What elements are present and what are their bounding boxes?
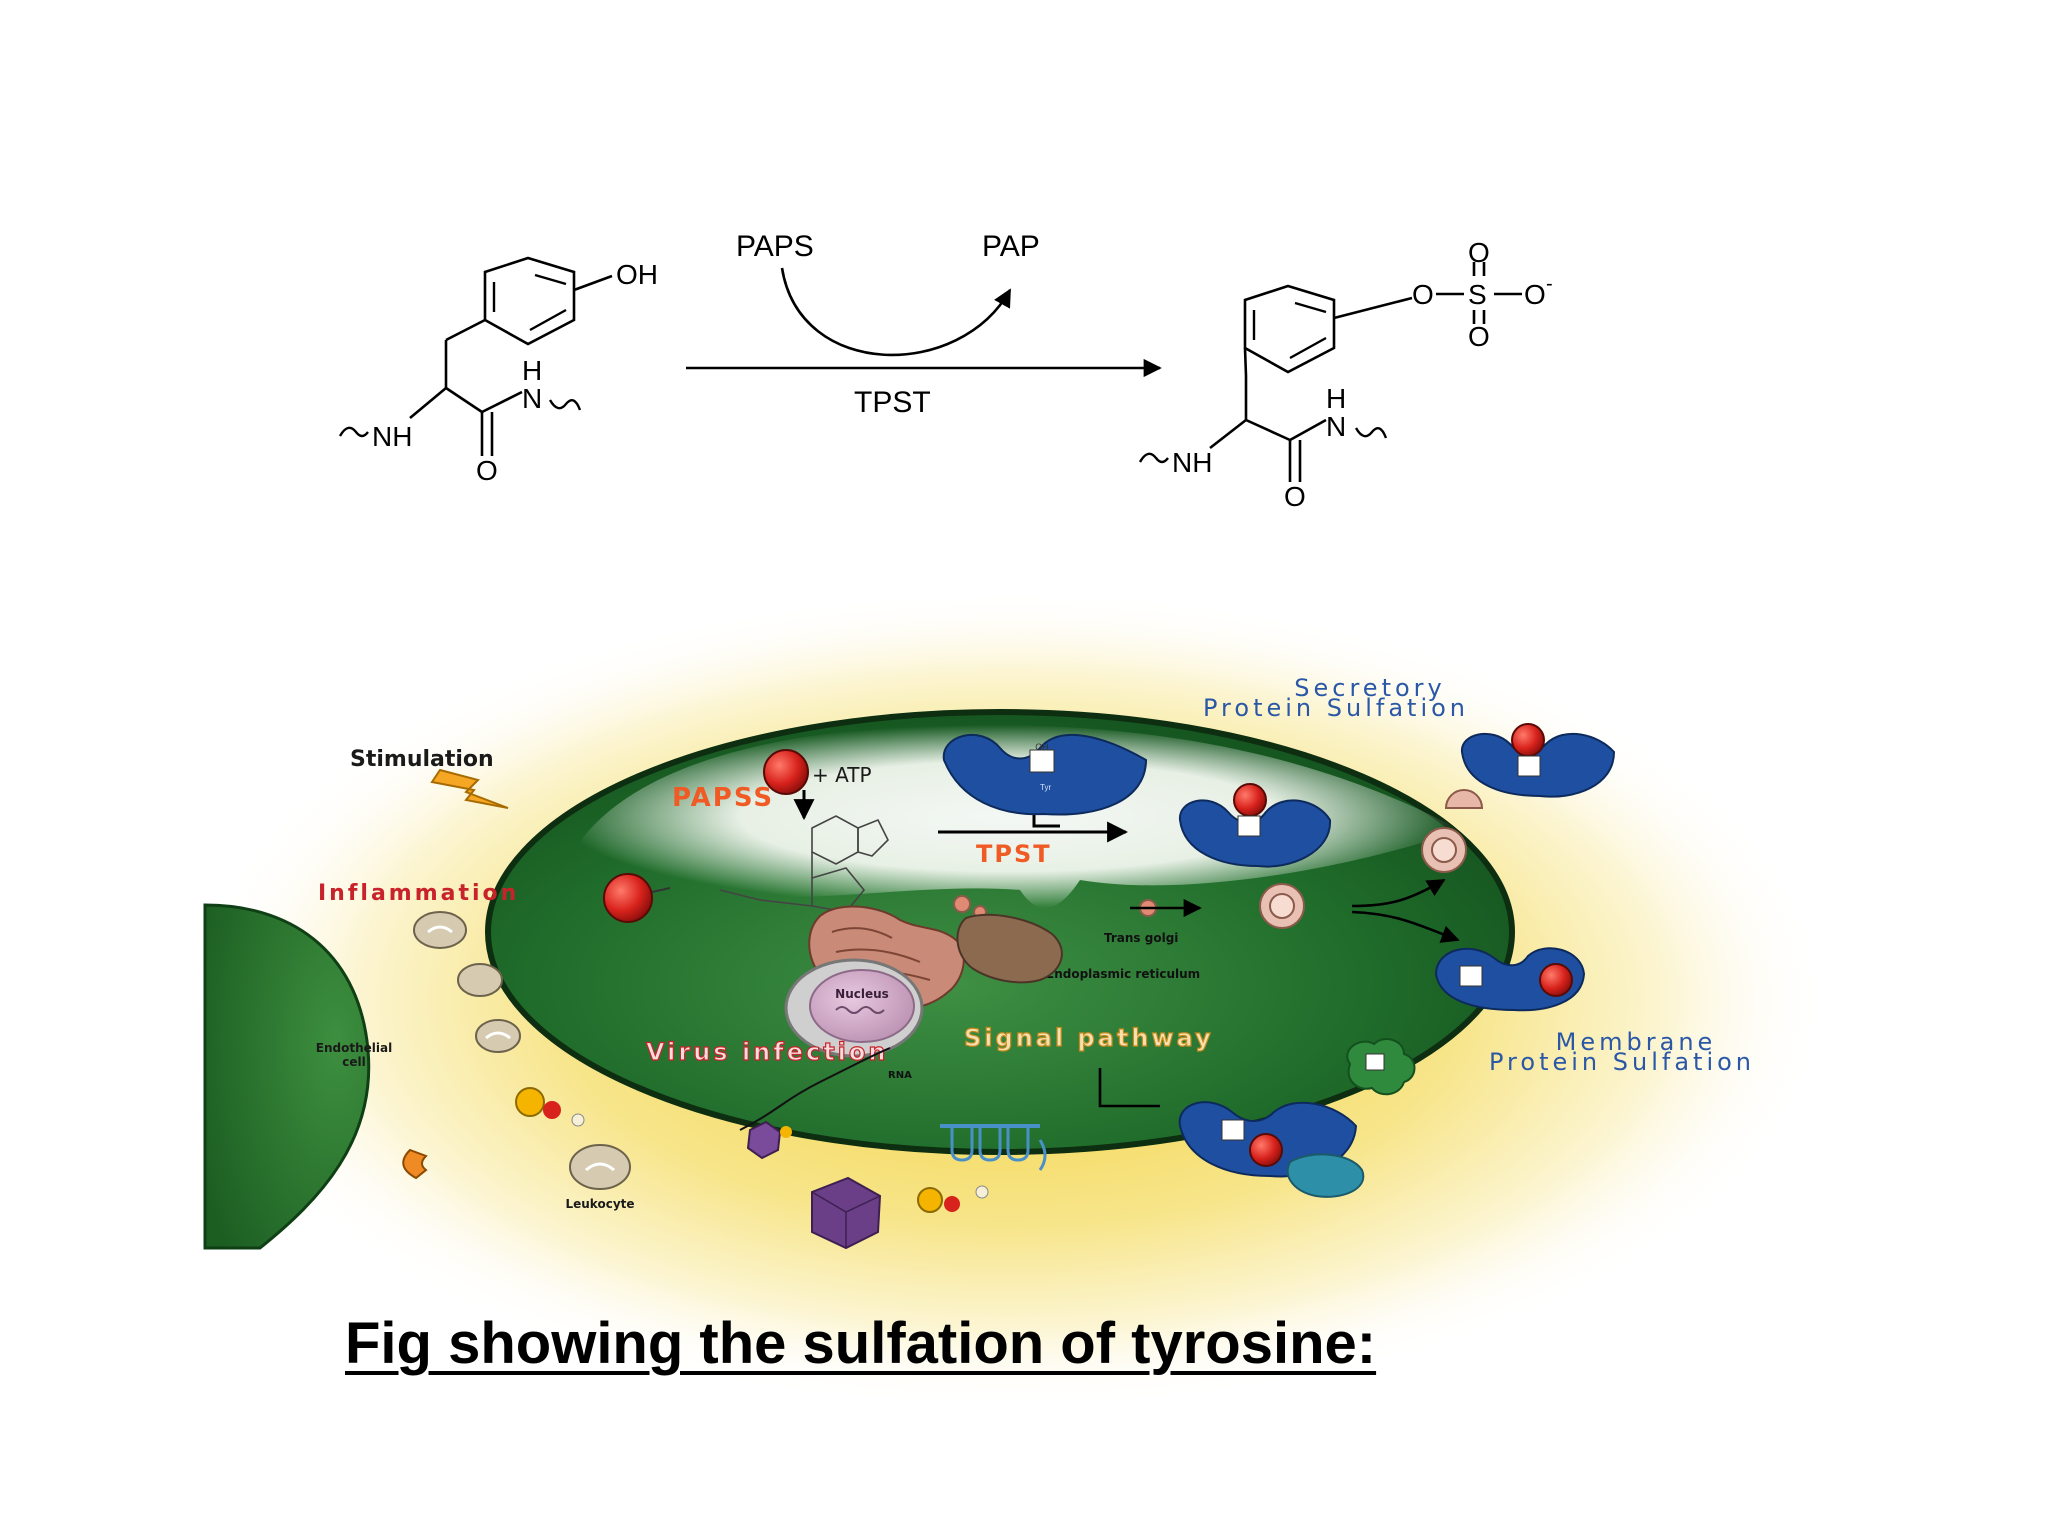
leukocyte-group: Leukocyte bbox=[402, 911, 635, 1211]
stimulation-label: Stimulation bbox=[350, 747, 494, 772]
endothelial-cell bbox=[203, 903, 371, 1250]
product-benzene-ring bbox=[1243, 284, 1336, 374]
reactant-amide-h-label: H bbox=[522, 355, 542, 386]
sulfate-right-o-label: O bbox=[1524, 279, 1546, 310]
sulfate-bottom-o-label: O bbox=[1468, 321, 1490, 352]
product-nh-label: NH bbox=[1172, 447, 1212, 478]
membrane-receptor-bottom bbox=[940, 1124, 1047, 1171]
tyrosine-sulfation-reaction: OH NH O H N PAPS PAP TPST bbox=[338, 230, 1553, 512]
paps-red-ball bbox=[603, 873, 653, 923]
nucleus: Nucleus bbox=[784, 958, 924, 1058]
reactant-tyrosine bbox=[338, 256, 613, 456]
product-amide-h-label: H bbox=[1326, 383, 1346, 414]
tpst-enzyme-bottom bbox=[1178, 1101, 1365, 1198]
virus-infection-label: Virus infection bbox=[646, 1038, 888, 1066]
tpst-enzyme-upper: OH Tyr bbox=[942, 733, 1148, 816]
secretory-enzyme bbox=[1460, 723, 1616, 798]
membrane-enzyme-right bbox=[1434, 947, 1586, 1012]
endothelial-label-line1: Endothelial bbox=[316, 1041, 392, 1055]
nucleus-label: Nucleus bbox=[835, 987, 889, 1001]
reactant-benzene-ring bbox=[483, 256, 576, 346]
pap-label: PAP bbox=[982, 230, 1040, 263]
leukocyte-label: Leukocyte bbox=[565, 1197, 634, 1211]
sulfate-red-ball bbox=[763, 749, 809, 795]
tpst-upper-oh-label: OH bbox=[1035, 742, 1049, 752]
er-label: Endoplasmic reticulum bbox=[1046, 967, 1200, 981]
membrane-label-line1: Membrane bbox=[1556, 1028, 1717, 1056]
secretory-label-line2: Protein Sulfation bbox=[1203, 694, 1469, 722]
inflammation-label: Inflammation bbox=[318, 881, 519, 906]
sulfate-charge-label: - bbox=[1546, 273, 1553, 295]
tpst-upper-tyr-label: Tyr bbox=[1040, 783, 1051, 792]
reactant-oh-label: OH bbox=[616, 259, 658, 290]
lightning-bolt-icon bbox=[430, 768, 509, 809]
signal-return-arrow bbox=[1098, 1068, 1160, 1108]
cell-sulfation-illustration: Endothelial cell Stimulation Inflammatio… bbox=[190, 590, 1830, 1410]
product-sulfotyrosine bbox=[1138, 262, 1522, 482]
virus-particles bbox=[746, 1120, 989, 1250]
orange-receptor-icon bbox=[402, 1148, 428, 1180]
membrane-label-line2: Protein Sulfation bbox=[1489, 1048, 1755, 1076]
reactant-nh-label: NH bbox=[372, 421, 412, 452]
trans-golgi-label: Trans golgi bbox=[1104, 931, 1178, 945]
secretion-arrow bbox=[1351, 878, 1446, 908]
sulfate-left-o-label: O bbox=[1412, 279, 1434, 310]
product-amide-n-label: N bbox=[1326, 411, 1346, 442]
sulfate-top-o-label: O bbox=[1468, 237, 1490, 268]
green-membrane-protein bbox=[1346, 1038, 1416, 1096]
reactant-carbonyl-o-label: O bbox=[476, 455, 498, 486]
signal-pathway-label: Signal pathway bbox=[964, 1024, 1214, 1052]
tpst-enzyme-sulfated bbox=[1178, 783, 1332, 868]
paps-curved-arrow bbox=[780, 267, 1012, 357]
tpst-cell-label: TPST bbox=[976, 840, 1052, 868]
rna-label: RNA bbox=[888, 1070, 912, 1081]
papss-label: PAPSS bbox=[672, 783, 774, 813]
vesicles bbox=[953, 789, 1484, 929]
rna-strand bbox=[739, 1047, 891, 1131]
figure-caption: Fig showing the sulfation of tyrosine: bbox=[345, 1311, 1377, 1376]
atp-label: + ATP bbox=[812, 763, 872, 787]
tpst-enzyme-label: TPST bbox=[854, 386, 931, 419]
secretory-label-line1: Secretory bbox=[1294, 674, 1445, 702]
endothelial-label-line2: cell bbox=[342, 1055, 365, 1069]
paps-label: PAPS bbox=[736, 230, 814, 263]
reactant-amide-n-label: N bbox=[522, 383, 542, 414]
product-carbonyl-o-label: O bbox=[1284, 481, 1306, 512]
sulfur-label: S bbox=[1468, 279, 1487, 310]
membrane-arrow bbox=[1351, 910, 1460, 943]
